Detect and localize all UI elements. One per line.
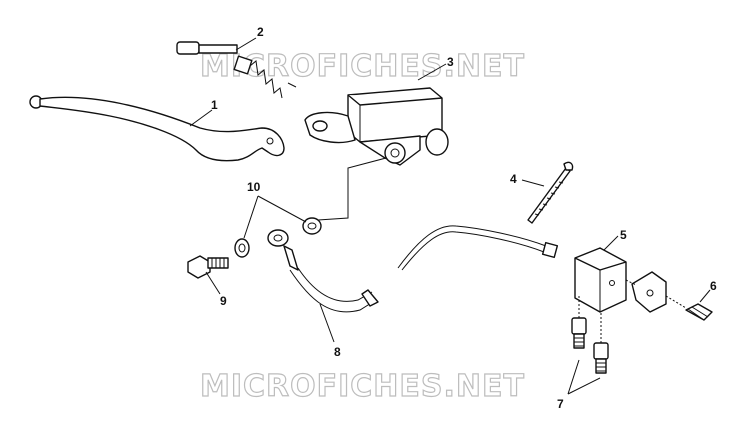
callout-2: 2 [257, 25, 264, 39]
push-rod [176, 41, 297, 99]
callout-4: 4 [510, 172, 517, 186]
leader-lines [189, 37, 711, 395]
brake-hose [267, 225, 559, 313]
callout-10: 10 [247, 180, 261, 194]
banjo-bolt [187, 255, 229, 279]
fittings [571, 296, 609, 374]
callout-5: 5 [620, 228, 627, 242]
watermark-top: MICROFICHES.NET [200, 49, 525, 84]
callout-1: 1 [211, 98, 218, 112]
master-cylinder [304, 87, 449, 221]
callout-6: 6 [710, 279, 717, 293]
cable-tie [527, 161, 574, 224]
bolt-6 [665, 295, 713, 321]
washers [234, 217, 322, 258]
callout-3: 3 [447, 55, 454, 69]
callout-9: 9 [220, 294, 227, 308]
callout-7: 7 [557, 397, 564, 411]
watermark-bottom: MICROFICHES.NET [200, 369, 525, 404]
junction-block [574, 247, 667, 313]
callout-8: 8 [334, 345, 341, 359]
brake-lever [29, 95, 285, 162]
